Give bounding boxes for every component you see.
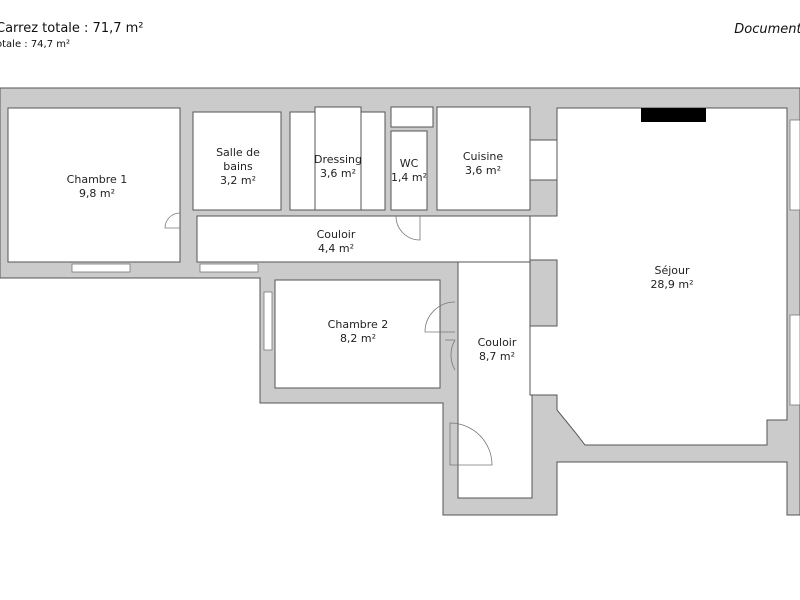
- room-chambre-1: [7, 107, 181, 263]
- window: [71, 263, 131, 273]
- room-label: Séjour: [654, 264, 690, 277]
- room-label: Couloir: [317, 228, 356, 241]
- room-chambre-2: [274, 279, 441, 389]
- room-area: 9,8 m²: [79, 187, 115, 200]
- door-chambre-2[interactable]: [424, 301, 456, 333]
- room-area: 28,9 m²: [650, 278, 693, 291]
- carrez-total: Carrez totale : 71,7 m²: [0, 21, 144, 36]
- fireplace-icon: [641, 108, 706, 122]
- door-corridor[interactable]: [445, 339, 456, 371]
- room-area: 4,4 m²: [318, 242, 354, 255]
- wc-closet: [390, 106, 434, 128]
- room-label: Chambre 2: [328, 318, 389, 331]
- room-wc: [390, 130, 428, 211]
- window: [199, 263, 259, 273]
- room-area: 1,4 m²: [391, 171, 427, 184]
- kitchen-counter: [529, 139, 558, 181]
- room-area: 8,7 m²: [479, 350, 515, 363]
- room-label: Dressing: [314, 153, 362, 166]
- document-note: Document n: [734, 22, 800, 37]
- window: [263, 291, 273, 351]
- room-cuisine: [436, 106, 531, 211]
- room-area: 3,6 m²: [320, 167, 356, 180]
- room-couloir-2: [457, 261, 533, 499]
- window: [789, 314, 800, 406]
- entrance-door[interactable]: [449, 422, 493, 466]
- room-label: Salle de: [216, 146, 260, 159]
- surface-total: otale : 74,7 m²: [0, 39, 71, 50]
- room-label: bains: [223, 160, 253, 173]
- room-label: Chambre 1: [67, 173, 128, 186]
- door-wc[interactable]: [395, 215, 421, 241]
- room-area: 3,6 m²: [465, 164, 501, 177]
- window: [789, 119, 800, 211]
- room-salle-de-bains: [192, 111, 282, 211]
- dressing-closet: [314, 106, 362, 211]
- room-label: WC: [400, 157, 419, 170]
- room-area: 3,2 m²: [220, 174, 256, 187]
- pillar: [529, 259, 558, 327]
- room-label: Cuisine: [463, 150, 503, 163]
- room-sejour: [529, 107, 788, 446]
- room-label: Couloir: [478, 336, 517, 349]
- room-area: 8,2 m²: [340, 332, 376, 345]
- door-chambre-1[interactable]: [164, 212, 181, 229]
- room-couloir-1: [196, 215, 531, 263]
